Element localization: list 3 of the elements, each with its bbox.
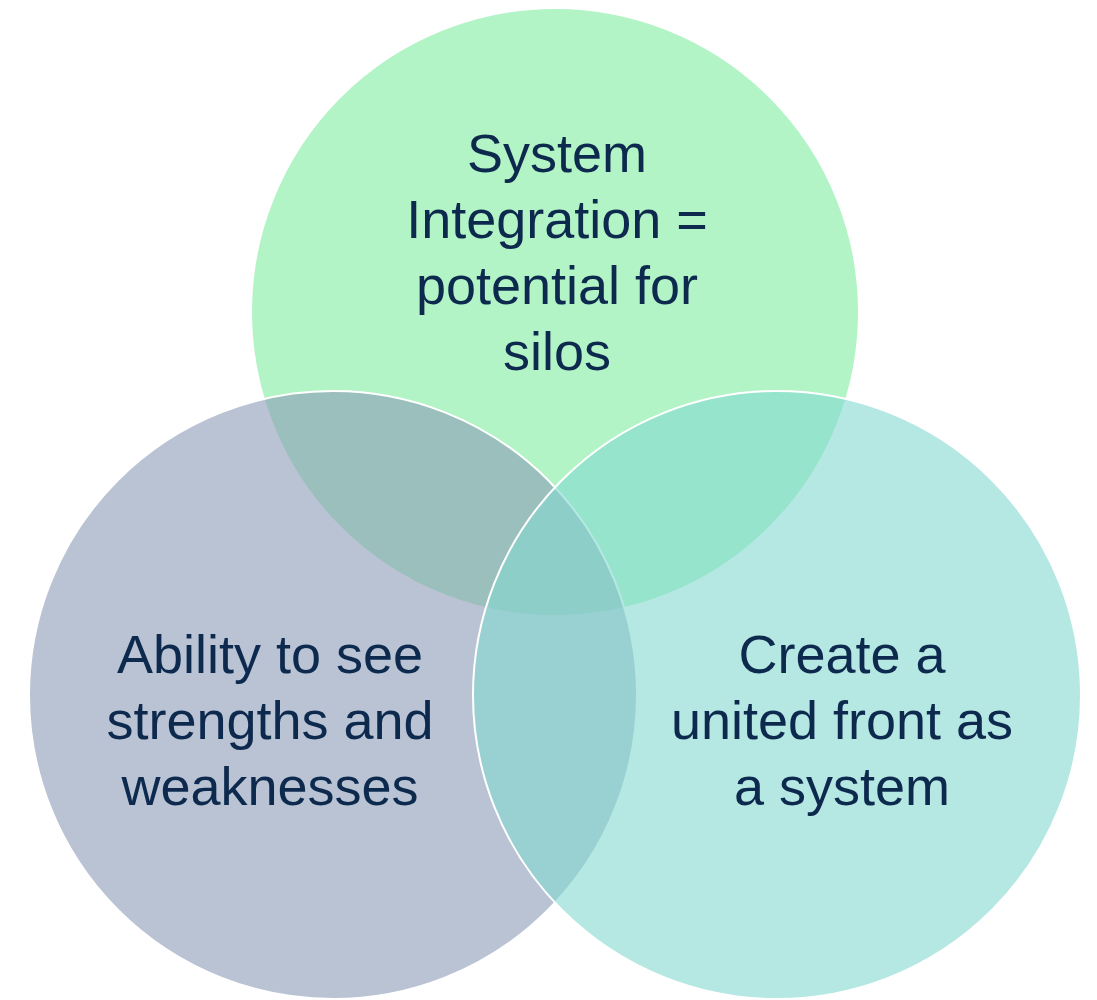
circle-label: Create a united front as a system [669,623,1015,818]
circle-label: System Integration = potential for silos [405,122,709,383]
circle-label: Ability to see strengths and weaknesses [105,623,435,818]
